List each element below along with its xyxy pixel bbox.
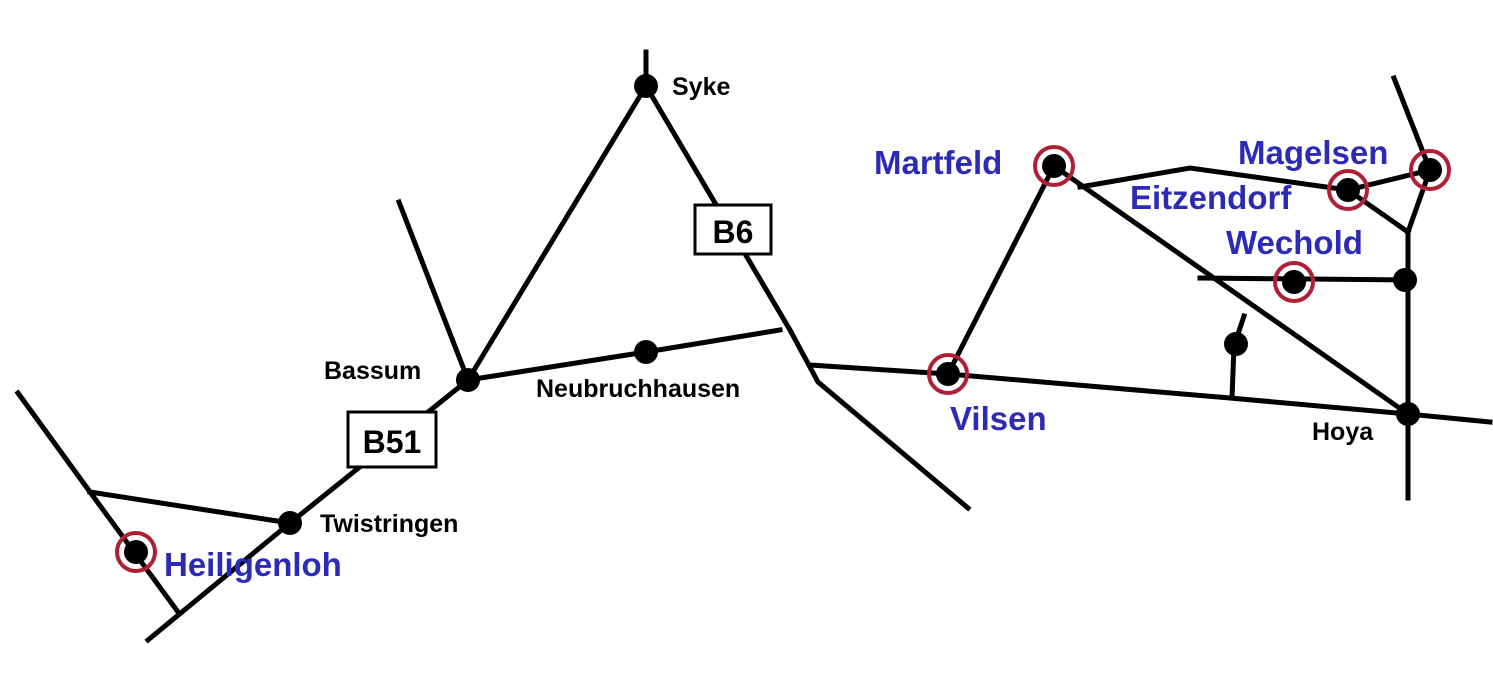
dot-bassum <box>456 368 480 392</box>
road-vilsen-martfeld <box>944 162 1058 378</box>
dot-wechold <box>1282 270 1306 294</box>
dot-twistringen <box>278 511 302 535</box>
road-martfeld-hoya <box>1050 162 1412 418</box>
label-magelsen: Magelsen <box>1238 134 1388 171</box>
label-neubruchhausen: Neubruchhausen <box>536 375 740 403</box>
label-hoya: Hoya <box>1312 418 1374 446</box>
ring-magelsen <box>1409 149 1451 191</box>
dot-junction-stub <box>1224 332 1248 356</box>
shield-b51-label: B51 <box>363 424 422 460</box>
road-magelsen-north <box>1390 74 1434 174</box>
label-bassum: Bassum <box>324 357 421 385</box>
road-bassum-neubruchhausen <box>465 327 783 383</box>
label-martfeld: Martfeld <box>874 144 1002 181</box>
highlight-rings <box>115 145 1451 573</box>
dot-eitzendorf <box>1336 178 1360 202</box>
shield-b6: B6 <box>693 203 773 256</box>
label-syke: Syke <box>672 73 730 101</box>
dot-hoya <box>1396 402 1420 426</box>
label-eitzendorf: Eitzendorf <box>1130 179 1292 216</box>
ring-martfeld <box>1033 145 1075 187</box>
shield-b6-label: B6 <box>713 214 754 250</box>
shield-b51: B51 <box>346 410 438 469</box>
road-bassum-north <box>395 198 472 384</box>
road-vilsen-hoya <box>807 362 1493 425</box>
highlighted-town-labels: Heiligenloh Martfeld Vilsen Magelsen Eit… <box>164 134 1388 583</box>
road-martfeld-eitzendorf <box>1077 165 1351 193</box>
road-heiligenloh-link <box>87 489 293 526</box>
town-labels: Syke Bassum Neubruchhausen Twistringen H… <box>320 73 1374 538</box>
dot-martfeld <box>1042 154 1066 178</box>
dot-heiligenloh <box>124 540 148 564</box>
road-eitzendorf-magelsen <box>1344 166 1434 194</box>
ring-wechold <box>1273 261 1315 303</box>
town-dots <box>124 74 1442 564</box>
road-bassum-syke <box>464 82 650 384</box>
road-stub <box>1229 312 1248 401</box>
label-vilsen: Vilsen <box>950 400 1047 437</box>
ring-vilsen <box>927 353 969 395</box>
ring-eitzendorf <box>1327 169 1369 211</box>
dot-neubruchhausen <box>634 340 658 364</box>
road-eitzendorf-south <box>1344 186 1412 236</box>
label-heiligenloh: Heiligenloh <box>164 546 342 583</box>
dot-syke <box>634 74 658 98</box>
label-twistringen: Twistringen <box>320 510 458 538</box>
ring-heiligenloh <box>115 531 157 573</box>
dot-vilsen <box>936 362 960 386</box>
label-wechold: Wechold <box>1226 224 1363 261</box>
dot-junction-wechold-east <box>1393 268 1417 292</box>
dot-magelsen <box>1418 158 1442 182</box>
